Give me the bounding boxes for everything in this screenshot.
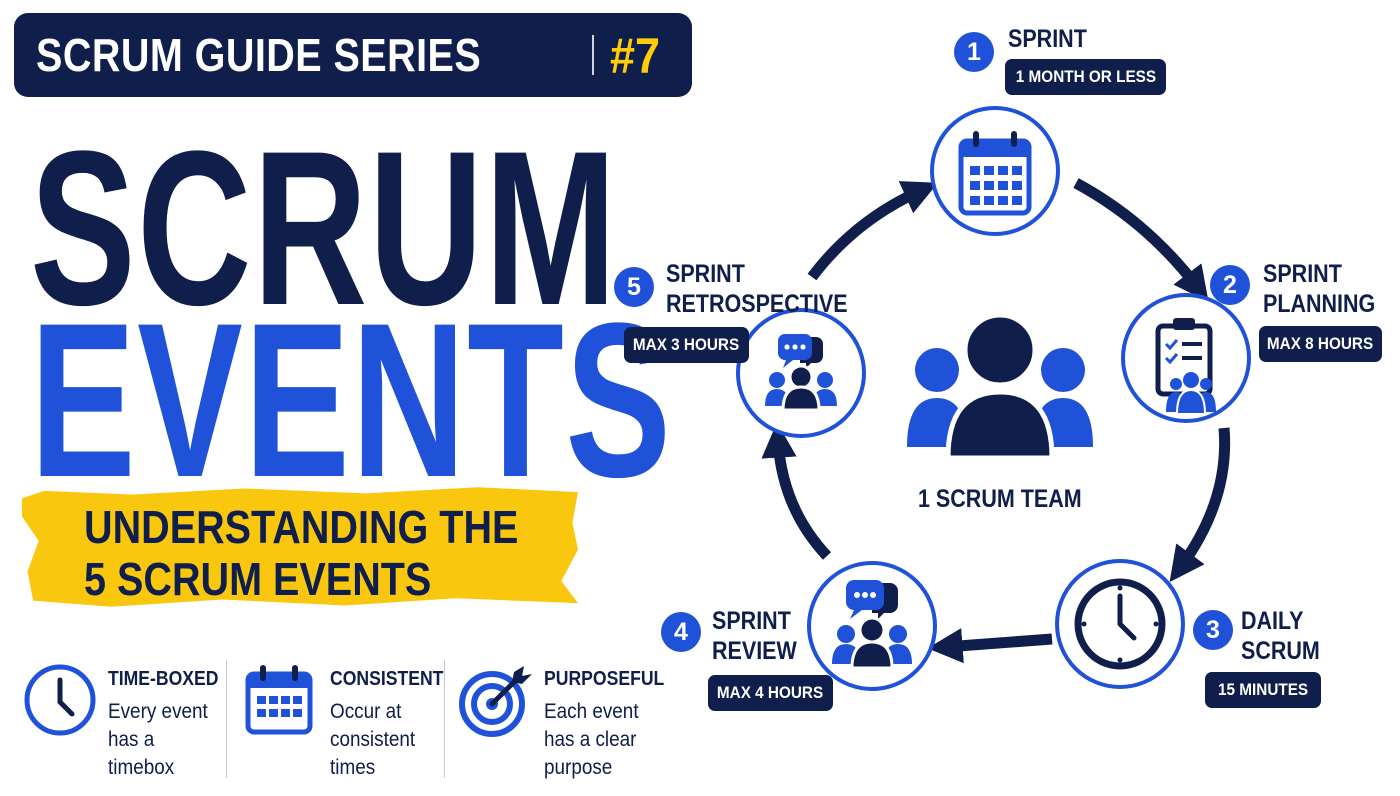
step-name-line: RETROSPECTIVE: [666, 290, 848, 318]
title-scrum: SCRUM: [30, 105, 618, 351]
step-name: SPRINT REVIEW: [712, 606, 797, 666]
clock-icon: [1074, 578, 1166, 670]
step-name-line: DAILY: [1241, 607, 1304, 635]
timebox-label: MAX 4 HOURS: [717, 683, 824, 702]
arrow-3-to-4: [927, 628, 1053, 664]
step-number: 2: [1210, 265, 1250, 305]
node-daily-scrum: [1055, 559, 1185, 689]
timebox-pill: MAX 8 HOURS: [1259, 326, 1382, 362]
step-name-line: SCRUM: [1241, 637, 1320, 665]
scrum-team-label: 1 SCRUM TEAM: [918, 485, 1082, 513]
arrow-5-to-1: [807, 181, 939, 281]
scrum-cycle-diagram: [736, 106, 1251, 691]
node-sprint-planning: [1121, 293, 1251, 423]
feature-line: purpose: [544, 756, 613, 779]
feature-divider: [226, 660, 227, 778]
subtitle-line-1: UNDERSTANDING THE: [84, 501, 519, 553]
step-name-line: SPRINT: [666, 260, 745, 288]
feature-title: PURPOSEFUL: [544, 668, 665, 690]
step-number: 1: [954, 32, 994, 72]
timebox-pill: 15 MINUTES: [1205, 672, 1321, 708]
feature-title: CONSISTENT: [330, 668, 444, 690]
series-title: SCRUM GUIDE SERIES: [36, 29, 482, 81]
arrow-4-to-5: [761, 422, 832, 560]
step-name: SPRINT PLANNING: [1263, 259, 1375, 319]
team-discussion-icon: [765, 334, 837, 412]
highlight-brush: [22, 487, 578, 607]
timebox-pill: MAX 3 HOURS: [624, 327, 749, 363]
step-number: 3: [1193, 610, 1233, 650]
calendar-icon: [245, 665, 313, 735]
timebox-pill: MAX 4 HOURS: [708, 675, 833, 711]
feature-line: timebox: [108, 756, 175, 779]
feature-line: has a clear: [544, 728, 637, 751]
feature-line: Occur at: [330, 700, 402, 723]
feature-line: consistent: [330, 728, 416, 751]
feature-description: Every event has a timebox: [108, 698, 225, 782]
timebox-label: 15 MINUTES: [1217, 680, 1309, 699]
step-name: DAILY SCRUM: [1241, 606, 1320, 666]
timebox-label: 1 MONTH OR LESS: [1015, 67, 1156, 86]
step-name: SPRINT: [1008, 24, 1087, 54]
feature-line: Every event: [108, 700, 208, 723]
clipboard-team-icon: [1155, 318, 1216, 415]
feature-divider: [444, 660, 445, 778]
step-name-line: SPRINT: [712, 607, 791, 635]
team-chat-icon: [832, 580, 912, 670]
timebox-label: MAX 8 HOURS: [1267, 334, 1374, 353]
step-name: SPRINT RETROSPECTIVE: [666, 259, 848, 319]
feature-line: Each event: [544, 700, 639, 723]
banner-divider: [592, 35, 594, 75]
scrum-team-icon: [907, 312, 1093, 461]
step-name-line: PLANNING: [1263, 290, 1376, 318]
step-name-line: REVIEW: [712, 637, 797, 665]
node-sprint: [930, 106, 1060, 236]
arrow-2-to-3: [1169, 427, 1231, 583]
timebox-pill: 1 MONTH OR LESS: [1005, 59, 1166, 95]
feature-line: times: [330, 756, 376, 779]
step-name-line: SPRINT: [1008, 25, 1087, 53]
target-icon: [459, 666, 532, 737]
timebox-label: MAX 3 HOURS: [633, 335, 740, 354]
series-banner: SCRUM GUIDE SERIES #7: [14, 13, 692, 97]
feature-description: Each event has a clear purpose: [544, 698, 661, 782]
series-number: #7: [610, 28, 661, 84]
subtitle-line-2: 5 SCRUM EVENTS: [84, 553, 432, 605]
step-number: 4: [661, 612, 701, 652]
arrow-1-to-2: [1073, 178, 1209, 303]
step-number: 5: [614, 267, 654, 307]
calendar-icon: [958, 131, 1032, 216]
title-events: EVENTS: [30, 277, 673, 523]
feature-description: Occur at consistent times: [330, 698, 447, 782]
feature-line: has a: [108, 728, 155, 751]
feature-title: TIME-BOXED: [108, 668, 219, 690]
node-sprint-retrospective: [736, 308, 866, 438]
clock-icon: [24, 664, 96, 736]
step-name-line: SPRINT: [1263, 260, 1342, 288]
node-sprint-review: [807, 561, 937, 691]
